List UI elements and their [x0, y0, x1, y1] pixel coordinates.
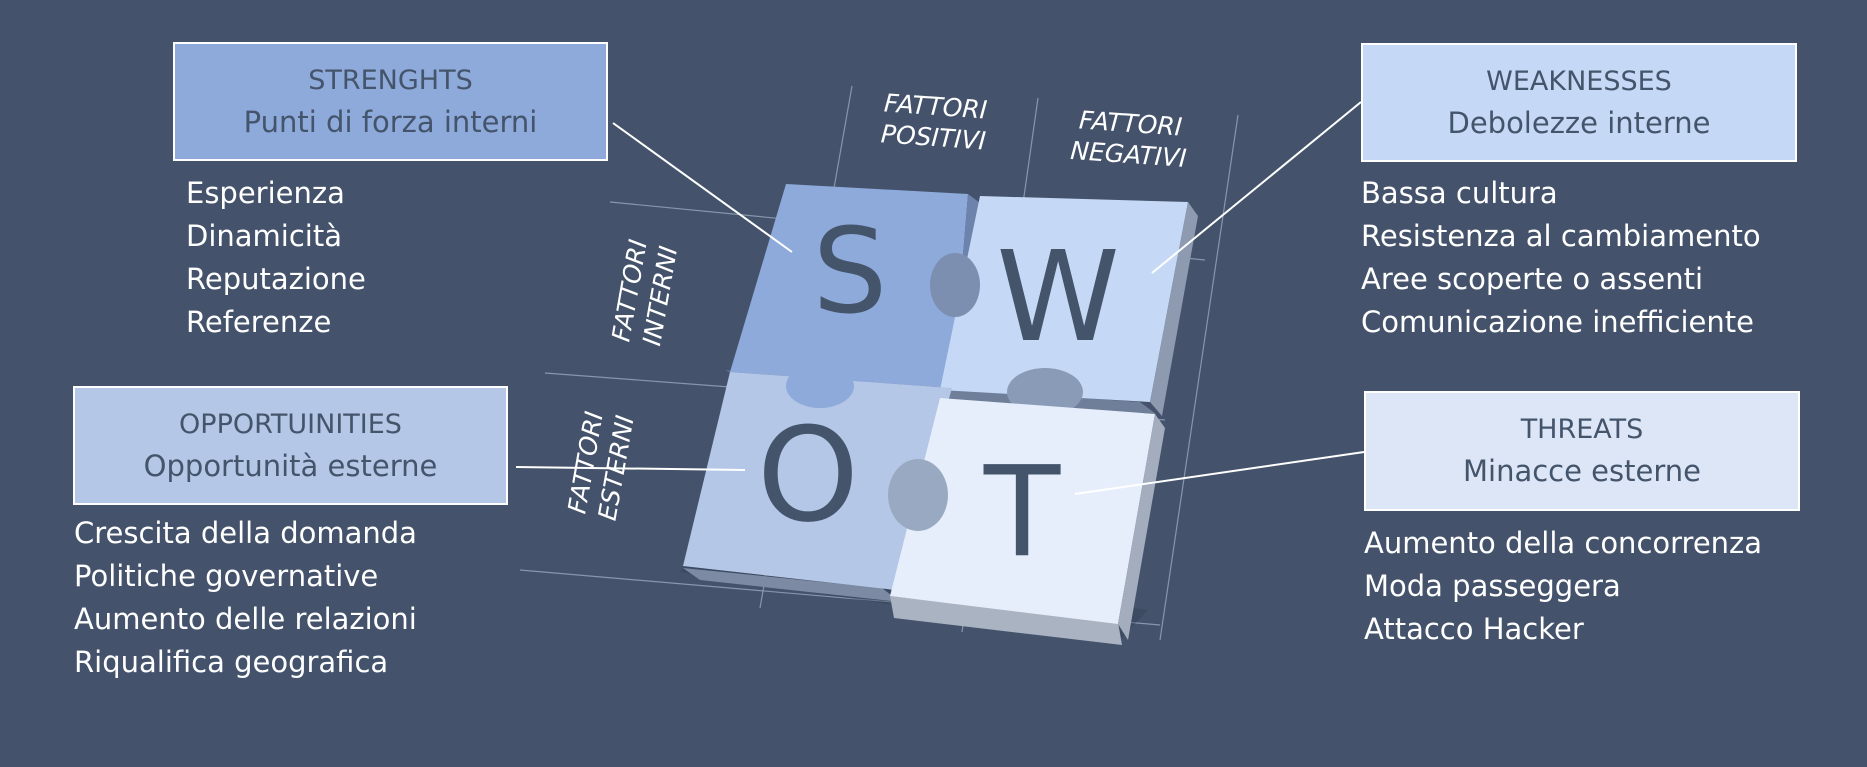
weaknesses-title: WEAKNESSES	[1486, 65, 1672, 97]
list-item: Referenze	[186, 305, 332, 339]
connector-lines	[515, 101, 1365, 495]
connector-opportunities	[515, 466, 746, 471]
list-item: Moda passeggera	[1364, 569, 1621, 603]
piece-o-letter: O	[757, 399, 859, 551]
threats-subtitle: Minacce esterne	[1463, 454, 1701, 488]
opportunities-title: OPPORTUINITIES	[179, 408, 402, 440]
strengths-box: STRENGHTS Punti di forza interni	[173, 42, 608, 161]
axis-positive-line1: FATTORI	[883, 88, 988, 124]
connector-strengths	[612, 122, 793, 253]
list-item: Resistenza al cambiamento	[1361, 219, 1761, 253]
opportunities-subtitle: Opportunità esterne	[143, 448, 438, 483]
piece-t-letter: T	[983, 440, 1061, 585]
connector-weaknesses	[1151, 101, 1362, 274]
opportunities-list: Crescita della domanda Politiche governa…	[74, 512, 417, 684]
puzzle-piece-s: S	[725, 184, 980, 396]
piece-w-letter: W	[996, 225, 1120, 370]
axis-positive-line2: POSITIVI	[880, 119, 987, 155]
list-item: Aree scoperte o assenti	[1361, 262, 1704, 296]
list-item: Esperienza	[186, 176, 345, 210]
axis-negative-line2: NEGATIVI	[1069, 136, 1187, 173]
list-item: Dinamicità	[186, 219, 342, 253]
connector-threats	[1074, 451, 1365, 495]
piece-s-letter: S	[813, 202, 888, 340]
axis-negative-line1: FATTORI	[1078, 105, 1183, 141]
strengths-subtitle: Punti di forza interni	[243, 104, 538, 139]
weaknesses-subtitle: Debolezze interne	[1447, 105, 1711, 140]
list-item: Bassa cultura	[1361, 176, 1558, 210]
list-item: Attacco Hacker	[1364, 612, 1584, 646]
axis-labels: FATTORI POSITIVI FATTORI NEGATIVI FATTOR…	[562, 88, 1187, 522]
puzzle-piece-o: O	[683, 364, 952, 602]
threats-title: THREATS	[1520, 414, 1644, 445]
threats-list: Aumento della concorrenza Moda passegger…	[1364, 522, 1762, 651]
list-item: Reputazione	[186, 262, 366, 296]
list-item: Comunicazione inefficiente	[1361, 305, 1754, 339]
threats-box: THREATS Minacce esterne	[1364, 391, 1800, 511]
weaknesses-list: Bassa cultura Resistenza al cambiamento …	[1361, 172, 1761, 344]
list-item: Aumento delle relazioni	[74, 602, 417, 636]
opportunities-box: OPPORTUINITIES Opportunità esterne	[73, 386, 508, 505]
list-item: Aumento della concorrenza	[1364, 526, 1763, 560]
weaknesses-box: WEAKNESSES Debolezze interne	[1361, 43, 1797, 162]
strengths-list: Esperienza Dinamicità Reputazione Refere…	[186, 172, 366, 344]
puzzle-piece-w: W	[930, 196, 1198, 416]
puzzle-piece-t: T	[888, 398, 1165, 645]
list-item: Riqualifica geografica	[74, 645, 389, 679]
list-item: Crescita della domanda	[74, 516, 417, 550]
list-item: Politiche governative	[74, 559, 379, 593]
strengths-title: STRENGHTS	[308, 64, 473, 96]
